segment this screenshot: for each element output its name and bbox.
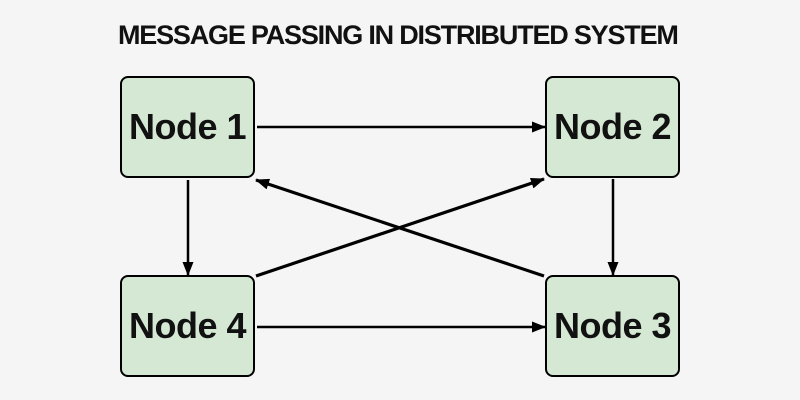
node-label-node4: Node 4 — [128, 305, 247, 346]
node-label-node1: Node 1 — [128, 106, 247, 147]
node-box-node3: Node 3 — [545, 275, 680, 377]
node-box-node4: Node 4 — [120, 275, 255, 377]
edge-arrow-node3-to-node1 — [255, 178, 545, 278]
node-label-node3: Node 3 — [553, 305, 672, 346]
node-box-node1: Node 1 — [120, 76, 255, 178]
node-label-node2: Node 2 — [553, 106, 672, 147]
diagram-title: MESSAGE PASSING IN DISTRIBUTED SYSTEM — [118, 20, 679, 50]
node-box-node2: Node 2 — [545, 76, 680, 178]
edge-arrow-node4-to-node2 — [255, 177, 545, 278]
